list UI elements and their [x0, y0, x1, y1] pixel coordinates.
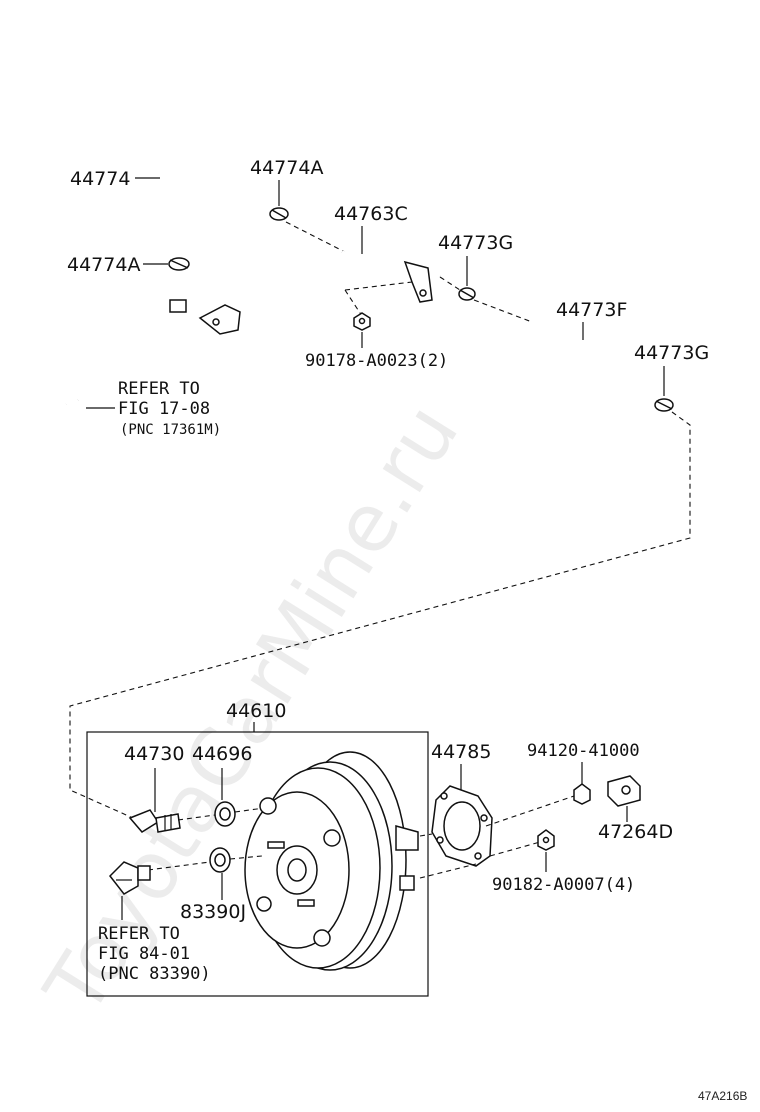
label-44610: 44610: [226, 700, 286, 722]
clamp-44774A-left[interactable]: [168, 257, 190, 271]
brake-booster-44610[interactable]: [244, 751, 419, 971]
ref2-line3: (PNC 83390): [98, 964, 211, 984]
label-94120: 94120-41000: [527, 741, 640, 761]
dash-bolt-guide: [344, 281, 413, 317]
label-44785: 44785: [431, 741, 491, 763]
dash-gasket-lower: [419, 841, 541, 879]
label-83390J: 83390J: [180, 901, 246, 923]
grommet-83390J[interactable]: [209, 847, 231, 873]
dash-clamp-to-pipe: [285, 221, 346, 253]
nut-90178[interactable]: [353, 312, 371, 331]
dash-clamp-to-hose: [473, 299, 533, 323]
clevis-47264D[interactable]: [607, 775, 641, 807]
label-44730: 44730: [124, 743, 184, 765]
dash-valve-to-booster: [177, 807, 265, 821]
hose-44774[interactable]: [160, 161, 250, 247]
label-90178: 90178-A0023(2): [305, 351, 448, 371]
clamp-44774A-top[interactable]: [269, 207, 289, 221]
label-44774A-top: 44774A: [250, 157, 323, 179]
label-90182: 90182-A0007(4): [492, 875, 635, 895]
ref2-line1: REFER TO: [98, 924, 180, 944]
dash-hose-to-booster: [69, 411, 691, 819]
ref1-line3: (PNC 17361M): [120, 422, 221, 438]
nut-94120[interactable]: [573, 783, 591, 805]
ref1-line2: FIG 17-08: [118, 399, 210, 419]
label-44774: 44774: [70, 168, 130, 190]
hose-44773F[interactable]: [530, 317, 653, 401]
vacuum-pipe-assembly[interactable]: [64, 288, 241, 405]
pipe-44763C[interactable]: [341, 250, 441, 303]
clamp-44773G-right[interactable]: [654, 398, 674, 412]
dash-gasket-upper: [419, 795, 575, 837]
gasket-44785[interactable]: [431, 785, 493, 867]
label-44763C: 44763C: [334, 203, 408, 225]
ref2-line2: FIG 84-01: [98, 944, 190, 964]
ref1-line1: REFER TO: [118, 379, 200, 399]
clamp-44773G-top[interactable]: [458, 287, 476, 301]
label-44696: 44696: [192, 743, 252, 765]
booster-group-frame: [86, 731, 429, 997]
figure-code: 47A216B: [698, 1089, 747, 1103]
vacuum-sensor[interactable]: [109, 861, 151, 895]
label-47264D: 47264D: [598, 821, 673, 843]
check-valve-44730[interactable]: [128, 809, 181, 833]
dash-pipe-to-clamp: [439, 276, 461, 291]
nut-90182[interactable]: [537, 829, 555, 851]
label-44773F: 44773F: [556, 299, 627, 321]
label-44773G-right: 44773G: [634, 342, 709, 364]
grommet-44696[interactable]: [214, 801, 236, 827]
label-44774A-left: 44774A: [67, 254, 140, 276]
dash-sensor-to-booster: [147, 855, 263, 871]
label-44773G-top: 44773G: [438, 232, 513, 254]
